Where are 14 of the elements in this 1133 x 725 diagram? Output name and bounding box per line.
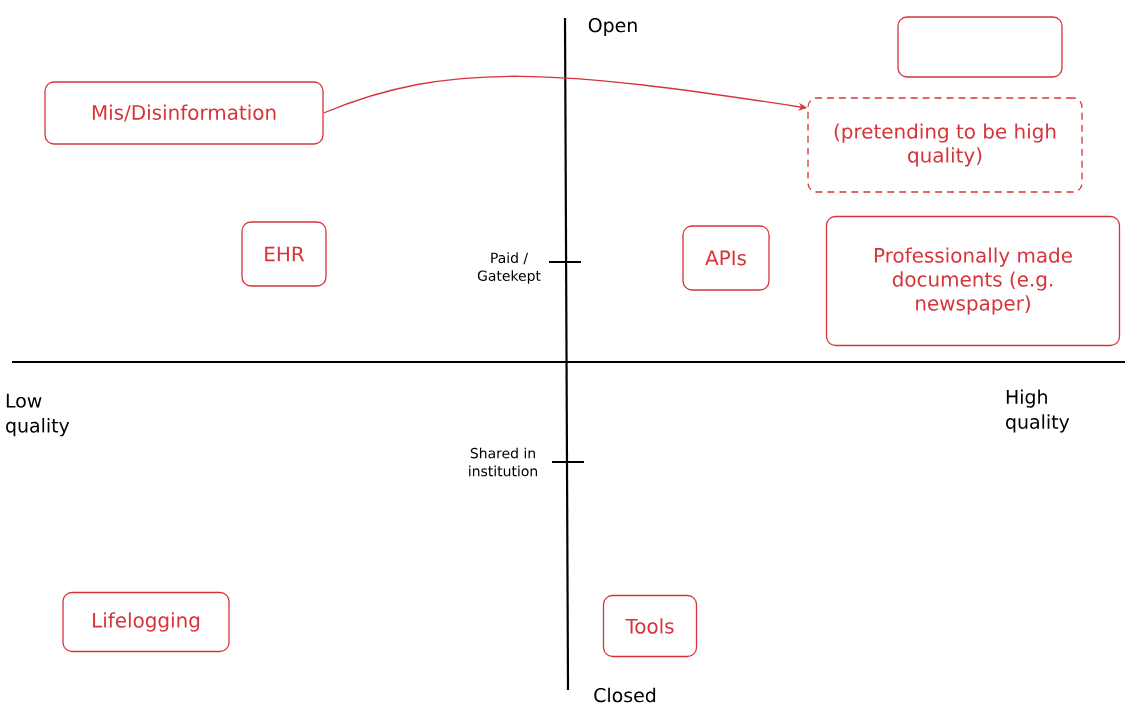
axis-label: High quality xyxy=(1006,389,1070,433)
axis-label: Shared in institution xyxy=(469,447,537,477)
dashed-box: (pretending to be high quality) xyxy=(807,97,1083,193)
text-box: Mis/Disinformation xyxy=(44,81,324,145)
text-box: Lifelogging xyxy=(62,591,230,653)
axis-label: Low quality xyxy=(6,393,70,437)
axis-label: Paid / Gatekept xyxy=(477,252,541,284)
axis-label: Closed xyxy=(594,687,656,703)
axis-label: Open xyxy=(588,18,637,36)
text-box: APIs xyxy=(682,225,770,291)
text-box: Professionally made documents (e.g. newspaper) xyxy=(825,215,1121,347)
text-box: EHR xyxy=(241,221,327,287)
text-box: Tools xyxy=(602,594,698,658)
empty-box xyxy=(897,16,1063,78)
